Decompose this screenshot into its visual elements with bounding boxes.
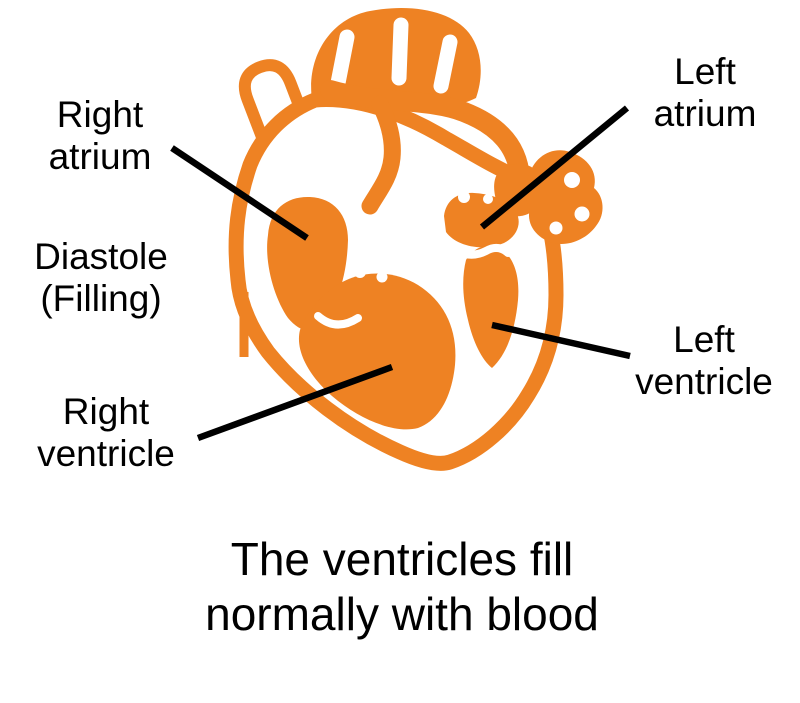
crown-notch-right bbox=[433, 34, 458, 94]
phase-label-line2: (Filling) bbox=[40, 278, 162, 319]
left-atrium-vein-notch bbox=[483, 194, 493, 204]
right-ventricle-fill bbox=[298, 273, 456, 430]
pulmonary-vein-bumps bbox=[525, 150, 603, 245]
figure-caption-line1: The ventricles fill bbox=[230, 533, 574, 585]
left-ventricle-label-line1: Left bbox=[673, 319, 735, 360]
figure-caption: The ventricles fill normally with blood bbox=[102, 532, 702, 642]
right-ventricle-label: Right ventricle bbox=[26, 391, 186, 475]
right-ventricle-label-line2: ventricle bbox=[37, 433, 175, 474]
phase-label-line1: Diastole bbox=[34, 236, 168, 277]
mitral-valve bbox=[448, 243, 512, 259]
right-atrium-label: Right atrium bbox=[20, 94, 180, 178]
left-atrium-label-line2: atrium bbox=[653, 93, 757, 134]
figure-caption-line2: normally with blood bbox=[205, 588, 599, 640]
pulmonary-vein-opening bbox=[564, 172, 580, 188]
left-atrium-vein-notch bbox=[458, 191, 470, 203]
right-atrium-label-line1: Right bbox=[56, 94, 144, 135]
aortic-arch bbox=[320, 80, 530, 188]
tricuspid-valve bbox=[314, 312, 362, 329]
crown-notch-left bbox=[330, 29, 355, 91]
right-ventricle-leader-line bbox=[196, 363, 394, 442]
pulmonary-artery bbox=[361, 95, 401, 215]
left-atrium-leader-line bbox=[479, 105, 630, 230]
left-atrium-fill bbox=[444, 192, 519, 248]
tricuspid-valve-cusp bbox=[376, 271, 388, 283]
tricuspid-valve-cusp bbox=[354, 266, 366, 278]
right-ventricle-label-line1: Right bbox=[62, 391, 150, 432]
phase-label: Diastole (Filling) bbox=[21, 236, 181, 320]
right-atrium-label-line2: atrium bbox=[48, 136, 152, 177]
pulmonary-vein-opening bbox=[549, 221, 563, 235]
left-ventricle-leader-line bbox=[491, 321, 631, 360]
left-ventricle-label: Left ventricle bbox=[624, 319, 784, 403]
left-atrium-label: Left atrium bbox=[625, 51, 785, 135]
left-atrium-label-line1: Left bbox=[674, 51, 736, 92]
crown-notch-middle bbox=[391, 17, 409, 86]
pulmonary-vein-opening bbox=[574, 206, 590, 222]
right-atrium-leader-line bbox=[170, 145, 309, 241]
left-ventricle-label-line2: ventricle bbox=[635, 361, 773, 402]
left-ventricle-fill bbox=[463, 245, 519, 368]
